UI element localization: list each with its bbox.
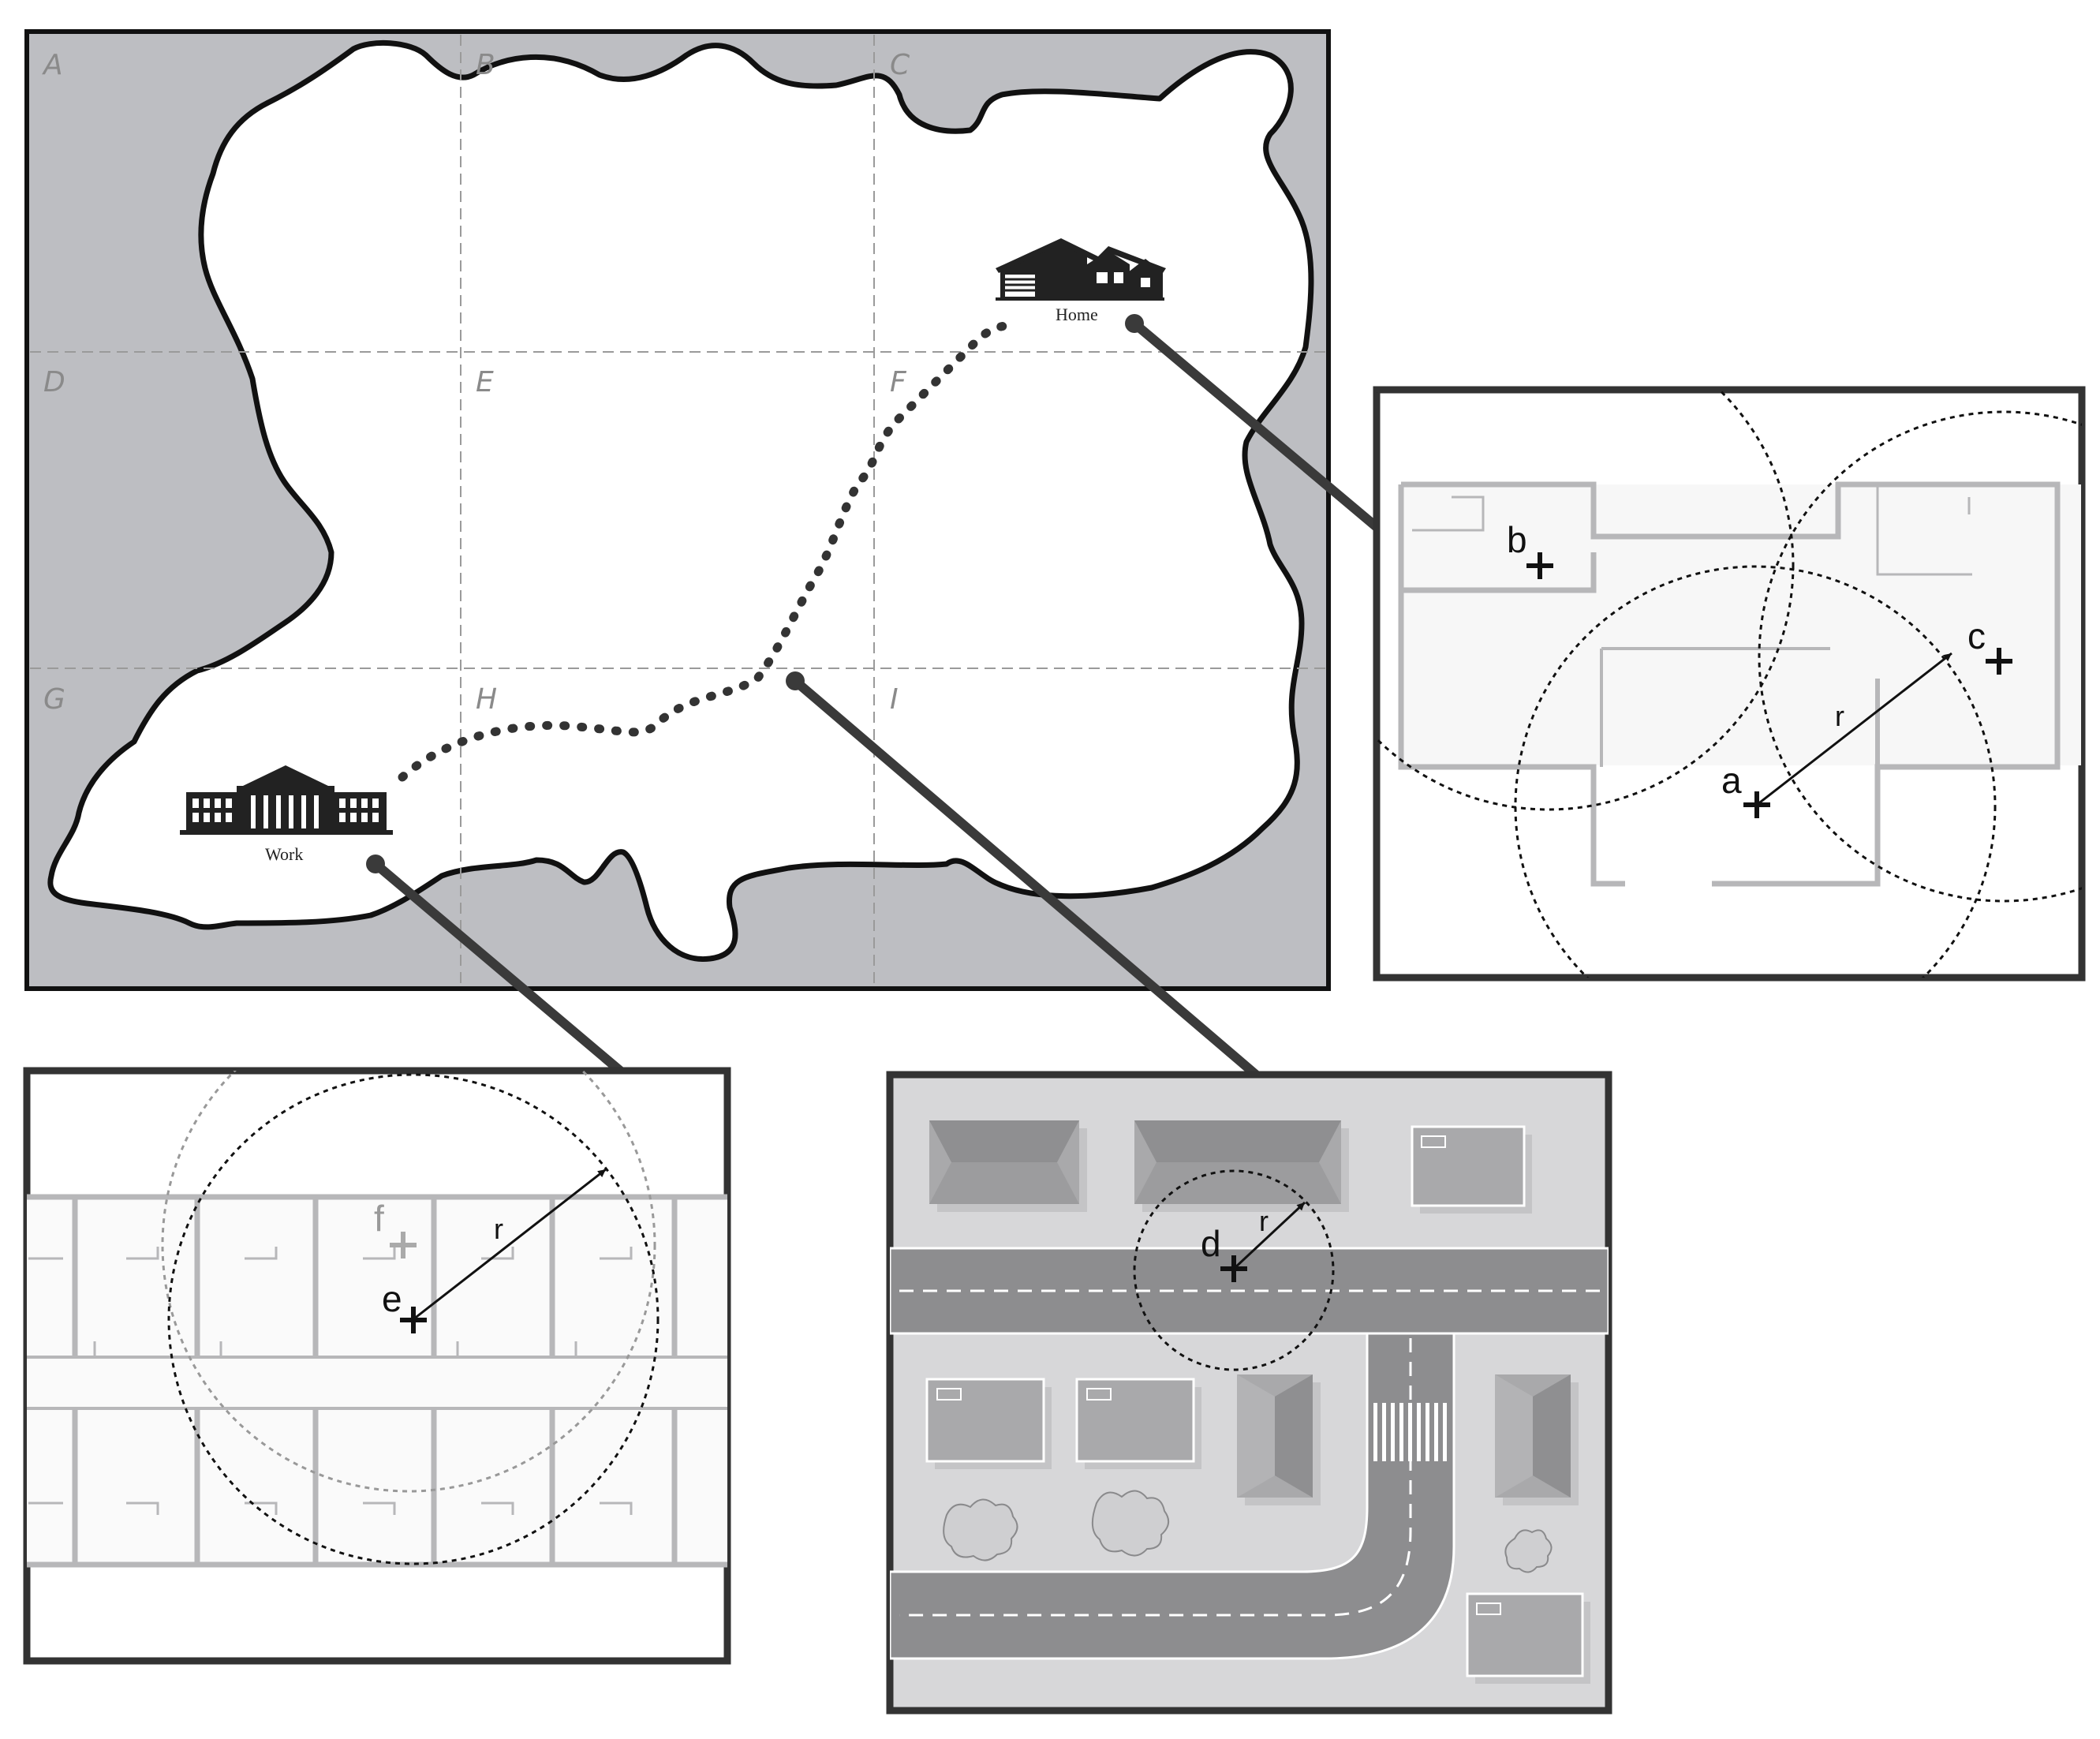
route-path bbox=[398, 320, 1022, 782]
home-walls bbox=[1398, 481, 2081, 887]
work-walls bbox=[27, 1194, 727, 1568]
crosswalk bbox=[1373, 1403, 1447, 1461]
houses bbox=[929, 1120, 1532, 1214]
main-road bbox=[890, 1247, 1609, 1335]
point-label-c: c bbox=[1967, 615, 1986, 656]
grid-label-f: F bbox=[890, 366, 907, 398]
connector-street bbox=[790, 676, 1261, 1079]
home-markers bbox=[1526, 552, 2012, 818]
work-radius-label: r bbox=[494, 1213, 503, 1245]
grid-label-i: I bbox=[890, 683, 899, 716]
home-building-icon bbox=[996, 238, 1166, 301]
point-label-b: b bbox=[1507, 519, 1527, 560]
tall-houses bbox=[1237, 1374, 1579, 1505]
work-radius-arrow bbox=[413, 1168, 607, 1321]
point-label-a: a bbox=[1721, 760, 1742, 801]
home-circles bbox=[1377, 390, 2082, 978]
connector-work bbox=[371, 859, 625, 1075]
home-radius-label: r bbox=[1835, 700, 1844, 732]
land-region bbox=[47, 40, 1314, 963]
grid-label-a: A bbox=[42, 49, 63, 81]
flat-buildings bbox=[925, 1378, 1590, 1684]
inset-home-floorplan: a b c r bbox=[1373, 386, 2086, 982]
connectors bbox=[366, 314, 1381, 1079]
work-building-icon bbox=[180, 765, 393, 835]
inset-street-block: d r bbox=[886, 1071, 1612, 1715]
grid-label-b: B bbox=[476, 49, 495, 81]
grid-label-c: C bbox=[890, 49, 910, 81]
overview-map: A B C D E F G H I Home bbox=[24, 29, 1331, 991]
point-label-d: d bbox=[1201, 1223, 1221, 1264]
work-circles bbox=[161, 1071, 660, 1565]
side-road bbox=[890, 1332, 1455, 1660]
connector-home bbox=[1130, 319, 1381, 532]
point-label-f: f bbox=[374, 1198, 384, 1239]
street-radius-label: r bbox=[1259, 1205, 1269, 1237]
work-label: Work bbox=[265, 844, 303, 864]
street-circle bbox=[1133, 1169, 1335, 1371]
shrubs bbox=[943, 1490, 1553, 1573]
grid-label-d: D bbox=[43, 366, 65, 398]
grid-lines bbox=[30, 35, 1325, 986]
grid-label-e: E bbox=[476, 366, 494, 398]
street-radius-arrow bbox=[1232, 1201, 1306, 1270]
grid-label-g: G bbox=[43, 683, 65, 716]
home-label: Home bbox=[1056, 305, 1098, 324]
inset-work-floorplan: e f r bbox=[23, 1067, 731, 1665]
home-radius-arrow bbox=[1756, 652, 1952, 806]
grid-label-h: H bbox=[476, 683, 497, 716]
street-marker bbox=[1220, 1255, 1247, 1282]
point-label-e: e bbox=[382, 1278, 402, 1319]
work-markers bbox=[390, 1232, 427, 1333]
